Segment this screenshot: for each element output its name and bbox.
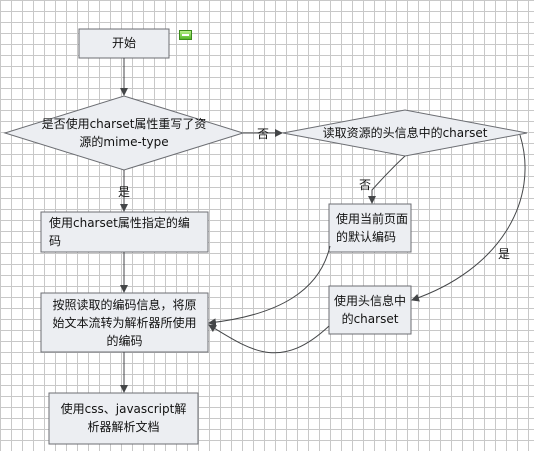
parse-document-line-2: 析器解析文档 (87, 420, 160, 434)
read-header-label: 读取资源的头信息中的charset (322, 126, 488, 140)
edge-label-no-1: 否 (257, 127, 270, 141)
edge-label-no-2: 否 (359, 178, 372, 192)
use-header-charset-node (328, 285, 412, 335)
start-node (78, 28, 170, 59)
use-header-charset-line-2: 的charset (341, 312, 399, 326)
parse-document-label: 使用css、javascript解 析器解析文档 (49, 400, 198, 436)
use-default-encoding-label: 使用当前页面 的默认编码 (336, 210, 408, 246)
decision-override-line-1: 是否使用charset属性重写了资 (41, 117, 207, 131)
edge-label-yes-1: 是 (118, 185, 131, 199)
read-header-node (282, 109, 528, 157)
use-header-charset-line-1: 使用头信息中 (333, 294, 406, 308)
edge-header-yes (411, 134, 526, 302)
parse-document-node (48, 392, 199, 445)
edge-header-charset-to-decode (208, 324, 330, 354)
use-default-encoding-line-1: 使用当前页面 (336, 212, 409, 226)
decode-stream-line-2: 始文本流转为解析器所使用 (52, 316, 197, 330)
start-label: 开始 (111, 36, 136, 50)
use-charset-attr-line-2: 码 (49, 234, 62, 248)
use-default-encoding-line-2: 的默认编码 (336, 230, 397, 244)
use-default-encoding-node (328, 203, 412, 253)
decode-stream-line-3: 的编码 (106, 334, 143, 348)
edge-header-no (368, 155, 406, 204)
use-charset-attr-line-1: 使用charset属性指定的编 (49, 216, 190, 230)
decode-stream-line-1: 按照读取的编码信息，将原 (52, 298, 197, 312)
use-header-charset-label: 使用头信息中 的charset (329, 292, 411, 328)
decision-override-line-2: 源的mime-type (79, 135, 169, 149)
collapse-icon[interactable] (179, 30, 192, 40)
use-charset-attr-label: 使用charset属性指定的编 码 (49, 214, 190, 250)
edge-label-yes-2: 是 (498, 247, 511, 261)
edge-default-to-decode (208, 245, 331, 327)
decode-stream-node (40, 292, 209, 353)
decode-stream-label: 按照读取的编码信息，将原 始文本流转为解析器所使用 的编码 (41, 296, 208, 350)
parse-document-line-1: 使用css、javascript解 (60, 402, 187, 416)
decision-override-label: 是否使用charset属性重写了资 源的mime-type (24, 115, 224, 151)
